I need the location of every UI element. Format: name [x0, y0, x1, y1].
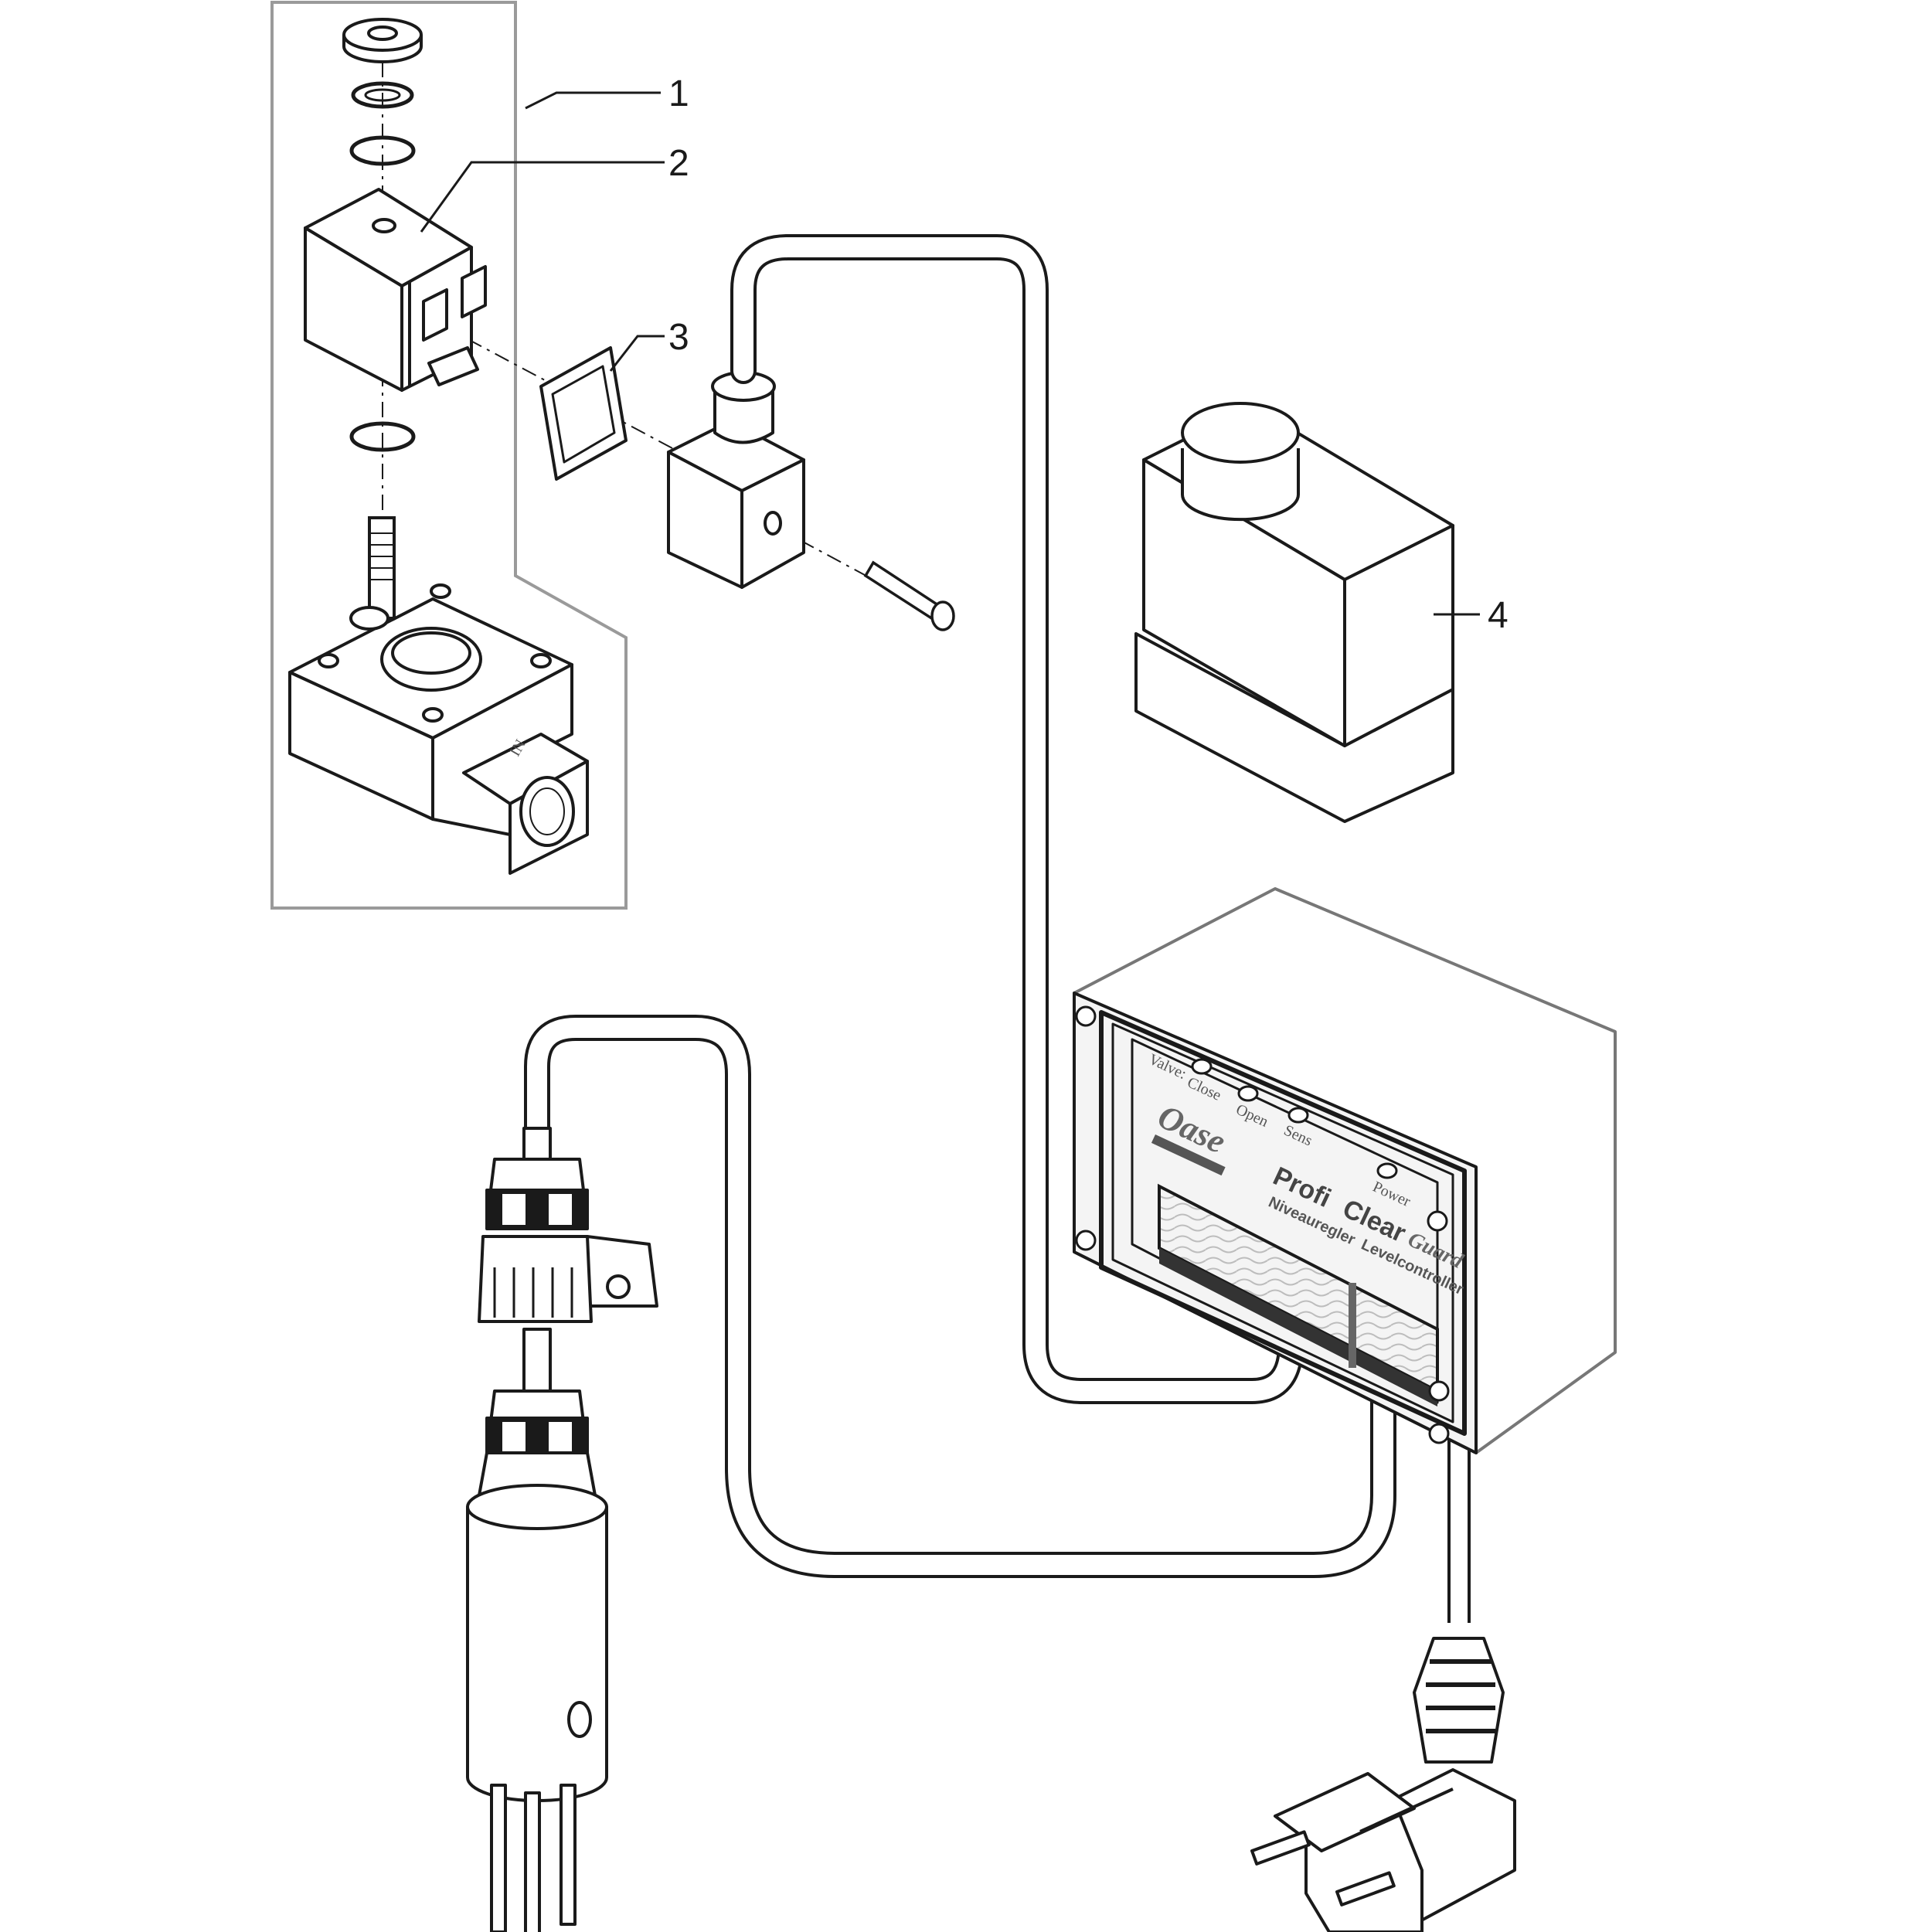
callout-leaders [420, 91, 1480, 616]
callout-1: 1 [668, 73, 689, 114]
assembly-axis-screw [772, 525, 874, 580]
display-window [1158, 1183, 1439, 1406]
led-open [1237, 1085, 1259, 1102]
valve-body [288, 583, 589, 875]
valve-cable-fill [733, 237, 1301, 1401]
callout-3: 3 [668, 317, 689, 358]
o-ring-lower [349, 421, 416, 452]
screw [863, 560, 955, 631]
plunger-tube [368, 516, 396, 620]
brand-bar [1151, 1134, 1226, 1176]
washer [351, 81, 414, 109]
level-sensor [466, 1127, 658, 1932]
callout-4: 4 [1488, 595, 1509, 636]
group-1-frame [270, 1, 628, 910]
corner-screws [1075, 1005, 1450, 1444]
controller-housing [1073, 887, 1617, 1454]
o-ring-upper [349, 135, 416, 166]
gasket [539, 346, 628, 481]
callout-2: 2 [668, 143, 689, 184]
top-nut [342, 18, 423, 63]
led-sens [1287, 1107, 1309, 1124]
solenoid-coil [304, 188, 487, 392]
sensor-cable-fill [527, 1018, 1393, 1575]
led-close [1191, 1058, 1213, 1075]
led-power [1376, 1162, 1398, 1179]
cover-box [1134, 402, 1454, 823]
power-plug [1250, 1637, 1516, 1932]
led-indicators [1191, 1058, 1398, 1179]
connector-plug [667, 371, 805, 589]
